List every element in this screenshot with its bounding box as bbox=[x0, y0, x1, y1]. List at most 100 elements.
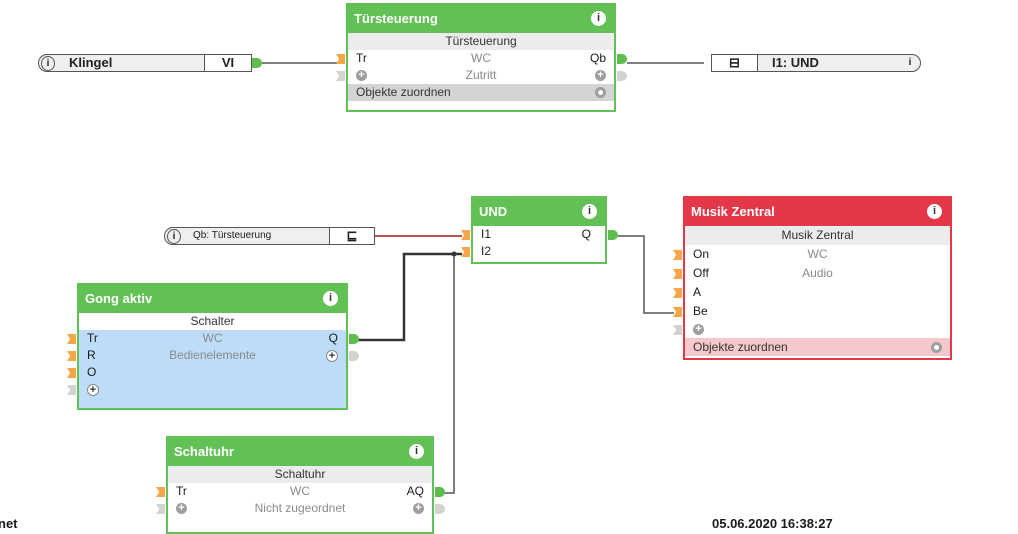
block-header[interactable]: Schaltuhr i bbox=[168, 438, 432, 466]
info-icon[interactable]: i bbox=[927, 204, 942, 219]
add-input-icon[interactable]: + bbox=[693, 324, 704, 336]
input-pin[interactable] bbox=[67, 368, 76, 378]
block-row: + bbox=[67, 381, 346, 398]
info-icon[interactable]: i bbox=[41, 56, 55, 71]
info-icon[interactable]: i bbox=[582, 204, 597, 219]
info-icon[interactable]: i bbox=[908, 57, 912, 68]
input-pin[interactable] bbox=[67, 334, 76, 344]
add-output-icon[interactable]: + bbox=[595, 70, 606, 82]
gear-icon[interactable] bbox=[595, 87, 606, 99]
add-input-icon[interactable]: + bbox=[176, 503, 187, 515]
output-pin[interactable] bbox=[349, 334, 359, 344]
output-label: Q bbox=[328, 331, 338, 345]
input-pin[interactable] bbox=[461, 247, 470, 257]
input-pin[interactable] bbox=[673, 269, 682, 279]
input-pin[interactable] bbox=[673, 307, 682, 317]
block-room: WC bbox=[807, 247, 828, 261]
block-type: Musik Zentral bbox=[685, 226, 950, 245]
block-type: Schalter bbox=[190, 314, 235, 328]
block-group: Nicht zugeordnet bbox=[254, 501, 346, 515]
input-label: Tr bbox=[176, 484, 187, 498]
connector-klingel-value: VI bbox=[204, 55, 251, 71]
info-icon[interactable]: i bbox=[409, 444, 424, 459]
add-output-icon[interactable]: + bbox=[326, 349, 338, 362]
input-label: O bbox=[87, 365, 97, 379]
block-row: Off Audio bbox=[673, 264, 950, 283]
input-icon: ⊑ bbox=[329, 228, 374, 244]
input-pin-add[interactable] bbox=[67, 385, 76, 395]
output-pin-add[interactable] bbox=[349, 351, 359, 361]
info-icon[interactable]: i bbox=[591, 11, 606, 26]
output-label: AQ bbox=[406, 484, 424, 498]
block-row: + Nicht zugeordnet + bbox=[156, 500, 445, 517]
input-pin-add[interactable] bbox=[673, 325, 682, 335]
block-header[interactable]: Gong aktiv i bbox=[79, 285, 346, 313]
block-group: Zutritt bbox=[465, 68, 497, 82]
input-label: Tr bbox=[356, 51, 367, 65]
block-row: A bbox=[673, 283, 950, 302]
block-header[interactable]: Türsteuerung i bbox=[348, 5, 614, 33]
block-group: Bedienelemente bbox=[169, 348, 256, 362]
output-pin-add[interactable] bbox=[617, 71, 627, 81]
block-row: O bbox=[67, 364, 346, 381]
block-title: Türsteuerung bbox=[354, 11, 438, 26]
input-pin-add[interactable] bbox=[156, 504, 165, 514]
block-row: Be bbox=[673, 302, 950, 321]
input-label: On bbox=[693, 247, 710, 261]
block-room: WC bbox=[290, 484, 310, 498]
block-row: + Zutritt + bbox=[336, 67, 627, 84]
output-label: Qb bbox=[589, 51, 606, 65]
block-room: WC bbox=[471, 51, 491, 65]
block-row: Tr WC Q bbox=[67, 330, 359, 347]
connector-klingel[interactable]: i Klingel VI bbox=[38, 54, 262, 72]
block-musik-zentral[interactable]: Musik Zentral i Musik Zentral On WC Off … bbox=[673, 196, 952, 360]
connector-klingel-label: Klingel bbox=[69, 55, 113, 70]
block-room: WC bbox=[202, 331, 223, 345]
block-title: Musik Zentral bbox=[691, 204, 775, 219]
output-pin-add[interactable] bbox=[435, 504, 445, 514]
add-input-icon[interactable]: + bbox=[87, 383, 99, 396]
block-schaltuhr[interactable]: Schaltuhr i Schaltuhr Tr WC AQ + Nicht z… bbox=[156, 436, 445, 534]
output-pin[interactable] bbox=[435, 487, 445, 497]
output-pin[interactable] bbox=[608, 230, 618, 240]
input-label: I2 bbox=[481, 244, 492, 258]
block-tuersteuerung[interactable]: Türsteuerung i Türsteuerung Tr WC Qb + Z… bbox=[336, 3, 627, 112]
footer-left-text: net bbox=[0, 516, 18, 531]
block-gong-aktiv[interactable]: Gong aktiv i Schalter Tr WC Q R Bedienel… bbox=[67, 283, 359, 410]
block-title: Schaltuhr bbox=[174, 444, 234, 459]
block-title: UND bbox=[479, 204, 508, 219]
gear-icon[interactable] bbox=[931, 342, 942, 354]
input-pin[interactable] bbox=[336, 54, 345, 64]
assign-objects-label: Objekte zuordnen bbox=[693, 340, 788, 354]
connector-qb-tuersteuerung[interactable]: i Qb: Türsteuerung ⊑ bbox=[164, 227, 375, 245]
block-row: Tr WC Qb bbox=[336, 50, 627, 67]
add-input-icon[interactable]: + bbox=[356, 70, 367, 82]
block-body: Tr WC Q R Bedienelemente + O + bbox=[67, 330, 359, 408]
wire-und-to-musik-be bbox=[617, 235, 674, 314]
block-type: Schaltuhr bbox=[168, 466, 432, 483]
input-pin-add[interactable] bbox=[336, 71, 345, 81]
block-group: Audio bbox=[802, 266, 833, 280]
input-label: I1 bbox=[481, 227, 492, 241]
info-icon[interactable]: i bbox=[323, 291, 338, 306]
output-icon: ⊟ bbox=[712, 55, 758, 71]
input-label: Tr bbox=[87, 331, 98, 345]
assign-objects-button[interactable]: Objekte zuordnen bbox=[348, 84, 614, 101]
input-pin[interactable] bbox=[673, 250, 682, 260]
block-row: Tr WC AQ bbox=[156, 483, 445, 500]
output-pin[interactable] bbox=[617, 54, 627, 64]
input-pin[interactable] bbox=[156, 487, 165, 497]
input-pin[interactable] bbox=[673, 288, 682, 298]
block-header[interactable]: Musik Zentral i bbox=[685, 198, 950, 226]
input-label: Off bbox=[693, 266, 709, 280]
block-header[interactable]: UND i bbox=[473, 198, 605, 226]
output-pin[interactable] bbox=[252, 58, 262, 68]
info-icon[interactable]: i bbox=[167, 229, 181, 244]
input-pin[interactable] bbox=[67, 351, 76, 361]
block-und[interactable]: UND i I1 Q I2 bbox=[461, 196, 618, 264]
footer-timestamp: 05.06.2020 16:38:27 bbox=[712, 516, 833, 531]
assign-objects-button[interactable]: Objekte zuordnen bbox=[685, 338, 950, 356]
add-output-icon[interactable]: + bbox=[413, 503, 424, 515]
connector-i1-und[interactable]: ⊟ I1: UND i bbox=[711, 54, 921, 72]
input-pin[interactable] bbox=[461, 230, 470, 240]
